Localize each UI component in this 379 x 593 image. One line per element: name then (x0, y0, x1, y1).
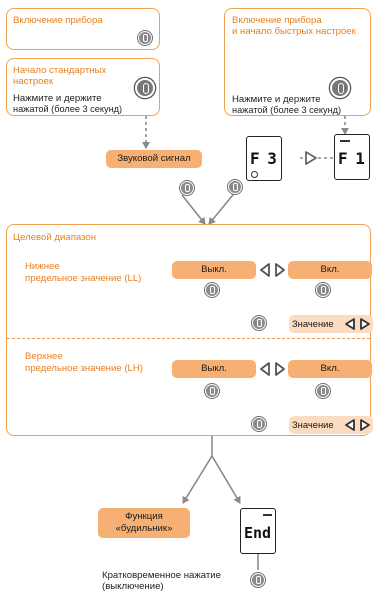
ll-on-option[interactable]: Вкл. (288, 261, 372, 279)
left-arrow-icon (260, 362, 270, 376)
power-button-icon[interactable] (135, 78, 155, 98)
standard-line2: настроек (13, 76, 54, 87)
power-button-icon[interactable] (252, 316, 266, 330)
standard-settings-box: Начало стандартных настроек Нажмите и де… (6, 58, 160, 116)
quick-settings-box: Включение прибора и начало быстрых настр… (224, 8, 371, 116)
left-arrow-icon (345, 318, 355, 330)
right-arrow-icon (275, 362, 285, 376)
quick-settings-line2: и начало быстрых настроек (232, 26, 356, 37)
left-arrow-icon (345, 419, 355, 431)
power-button-icon[interactable] (330, 78, 350, 98)
short-press-line2: (выключение) (102, 581, 164, 592)
display-f1-indicator (340, 140, 350, 142)
standard-line1: Начало стандартных (13, 65, 107, 76)
power-button-icon[interactable] (138, 31, 152, 45)
hold-left-line2: нажатой (более 3 секунд) (13, 104, 123, 114)
display-end-text: End (244, 524, 272, 542)
display-power-indicator-icon (251, 171, 258, 178)
lh-on-option[interactable]: Вкл. (288, 360, 372, 378)
power-button-icon[interactable] (316, 384, 330, 398)
power-button-icon[interactable] (205, 283, 219, 297)
high-limit-line2: предельное значение (LH) (25, 363, 143, 374)
power-button-icon[interactable] (251, 573, 265, 587)
power-button-icon[interactable] (180, 181, 194, 195)
hold-left-line1: Нажмите и держите (13, 93, 102, 104)
low-limit-line1: Нижнее (25, 261, 60, 272)
display-f3-text: F 3 (250, 149, 277, 168)
power-button-icon[interactable] (252, 417, 266, 431)
right-arrow-icon (305, 151, 317, 165)
display-f1: F 1 (334, 134, 370, 180)
section-divider (7, 338, 370, 339)
power-on-label: Включение прибора (13, 15, 103, 26)
display-f3: F 3 (246, 136, 282, 181)
high-limit-line1: Верхнее (25, 351, 63, 362)
lh-value-label: Значение (292, 419, 334, 430)
power-button-icon[interactable] (228, 180, 242, 194)
lh-off-option[interactable]: Выкл. (172, 360, 256, 378)
low-limit-line2: предельное значение (LL) (25, 273, 142, 284)
right-arrow-icon (360, 419, 370, 431)
power-button-icon[interactable] (316, 283, 330, 297)
power-button-icon[interactable] (205, 384, 219, 398)
quick-settings-line1: Включение прибора (232, 15, 322, 26)
right-arrow-icon (275, 263, 285, 277)
alarm-function-label: Функция «будильник» (98, 508, 190, 538)
hold-right-line2: нажатой (более 3 секунд) (232, 105, 342, 115)
ll-off-option[interactable]: Выкл. (172, 261, 256, 279)
beep-label: Звуковой сигнал (106, 150, 202, 168)
display-end-indicator (263, 514, 272, 516)
alarm-line1: Функция (125, 511, 163, 522)
alarm-line2: «будильник» (115, 523, 173, 534)
right-arrow-icon (360, 318, 370, 330)
power-on-box: Включение прибора (6, 8, 160, 50)
display-end: End (240, 508, 276, 554)
left-arrow-icon (260, 263, 270, 277)
display-f1-text: F 1 (338, 149, 365, 168)
target-range-title: Целевой диапазон (13, 232, 97, 243)
short-press-line1: Кратковременное нажатие (102, 570, 221, 581)
ll-value-label: Значение (292, 318, 334, 329)
hold-right-line1: Нажмите и держите (232, 94, 321, 105)
